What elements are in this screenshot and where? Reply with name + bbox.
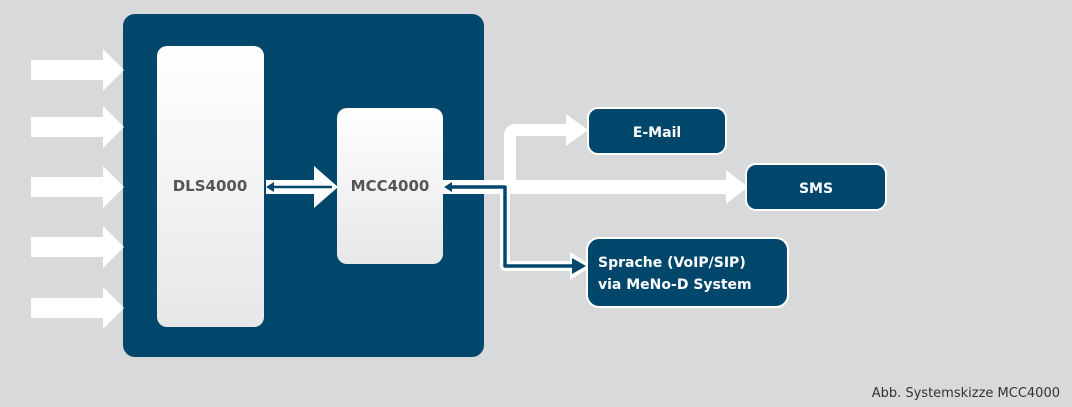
connector-to-sms (443, 170, 748, 204)
voice-node (586, 237, 789, 308)
output-connectors (443, 114, 748, 280)
dls-mcc-connector (266, 166, 338, 208)
mcc4000-label: MCC4000 (351, 177, 430, 195)
input-arrow (31, 49, 124, 91)
connector-to-voice-arrowhead (572, 258, 586, 274)
input-arrow (31, 287, 124, 329)
voice-label-line1: Sprache (VoIP/SIP) (598, 255, 746, 271)
input-arrows (31, 49, 124, 329)
input-arrow (31, 106, 124, 148)
email-node (587, 107, 727, 155)
sms-label: SMS (799, 181, 833, 197)
voice-to-mcc-arrowhead (444, 182, 452, 192)
dls4000-label: DLS4000 (173, 177, 248, 195)
mcc-to-dls-arrowhead (266, 182, 274, 192)
voice-label-line2: via MeNo-D System (598, 277, 752, 293)
email-label: E-Mail (633, 125, 681, 141)
connector-to-voice (452, 185, 574, 268)
figure-caption: Abb. Systemskizze MCC4000 (871, 386, 1060, 401)
connector-to-email (504, 124, 568, 187)
dls4000-box (157, 46, 264, 327)
input-arrow (31, 226, 124, 268)
sms-node (745, 163, 887, 211)
input-arrow (31, 166, 124, 208)
connector-to-email-arrowhead (566, 114, 588, 146)
mcc4000-box (337, 108, 443, 264)
